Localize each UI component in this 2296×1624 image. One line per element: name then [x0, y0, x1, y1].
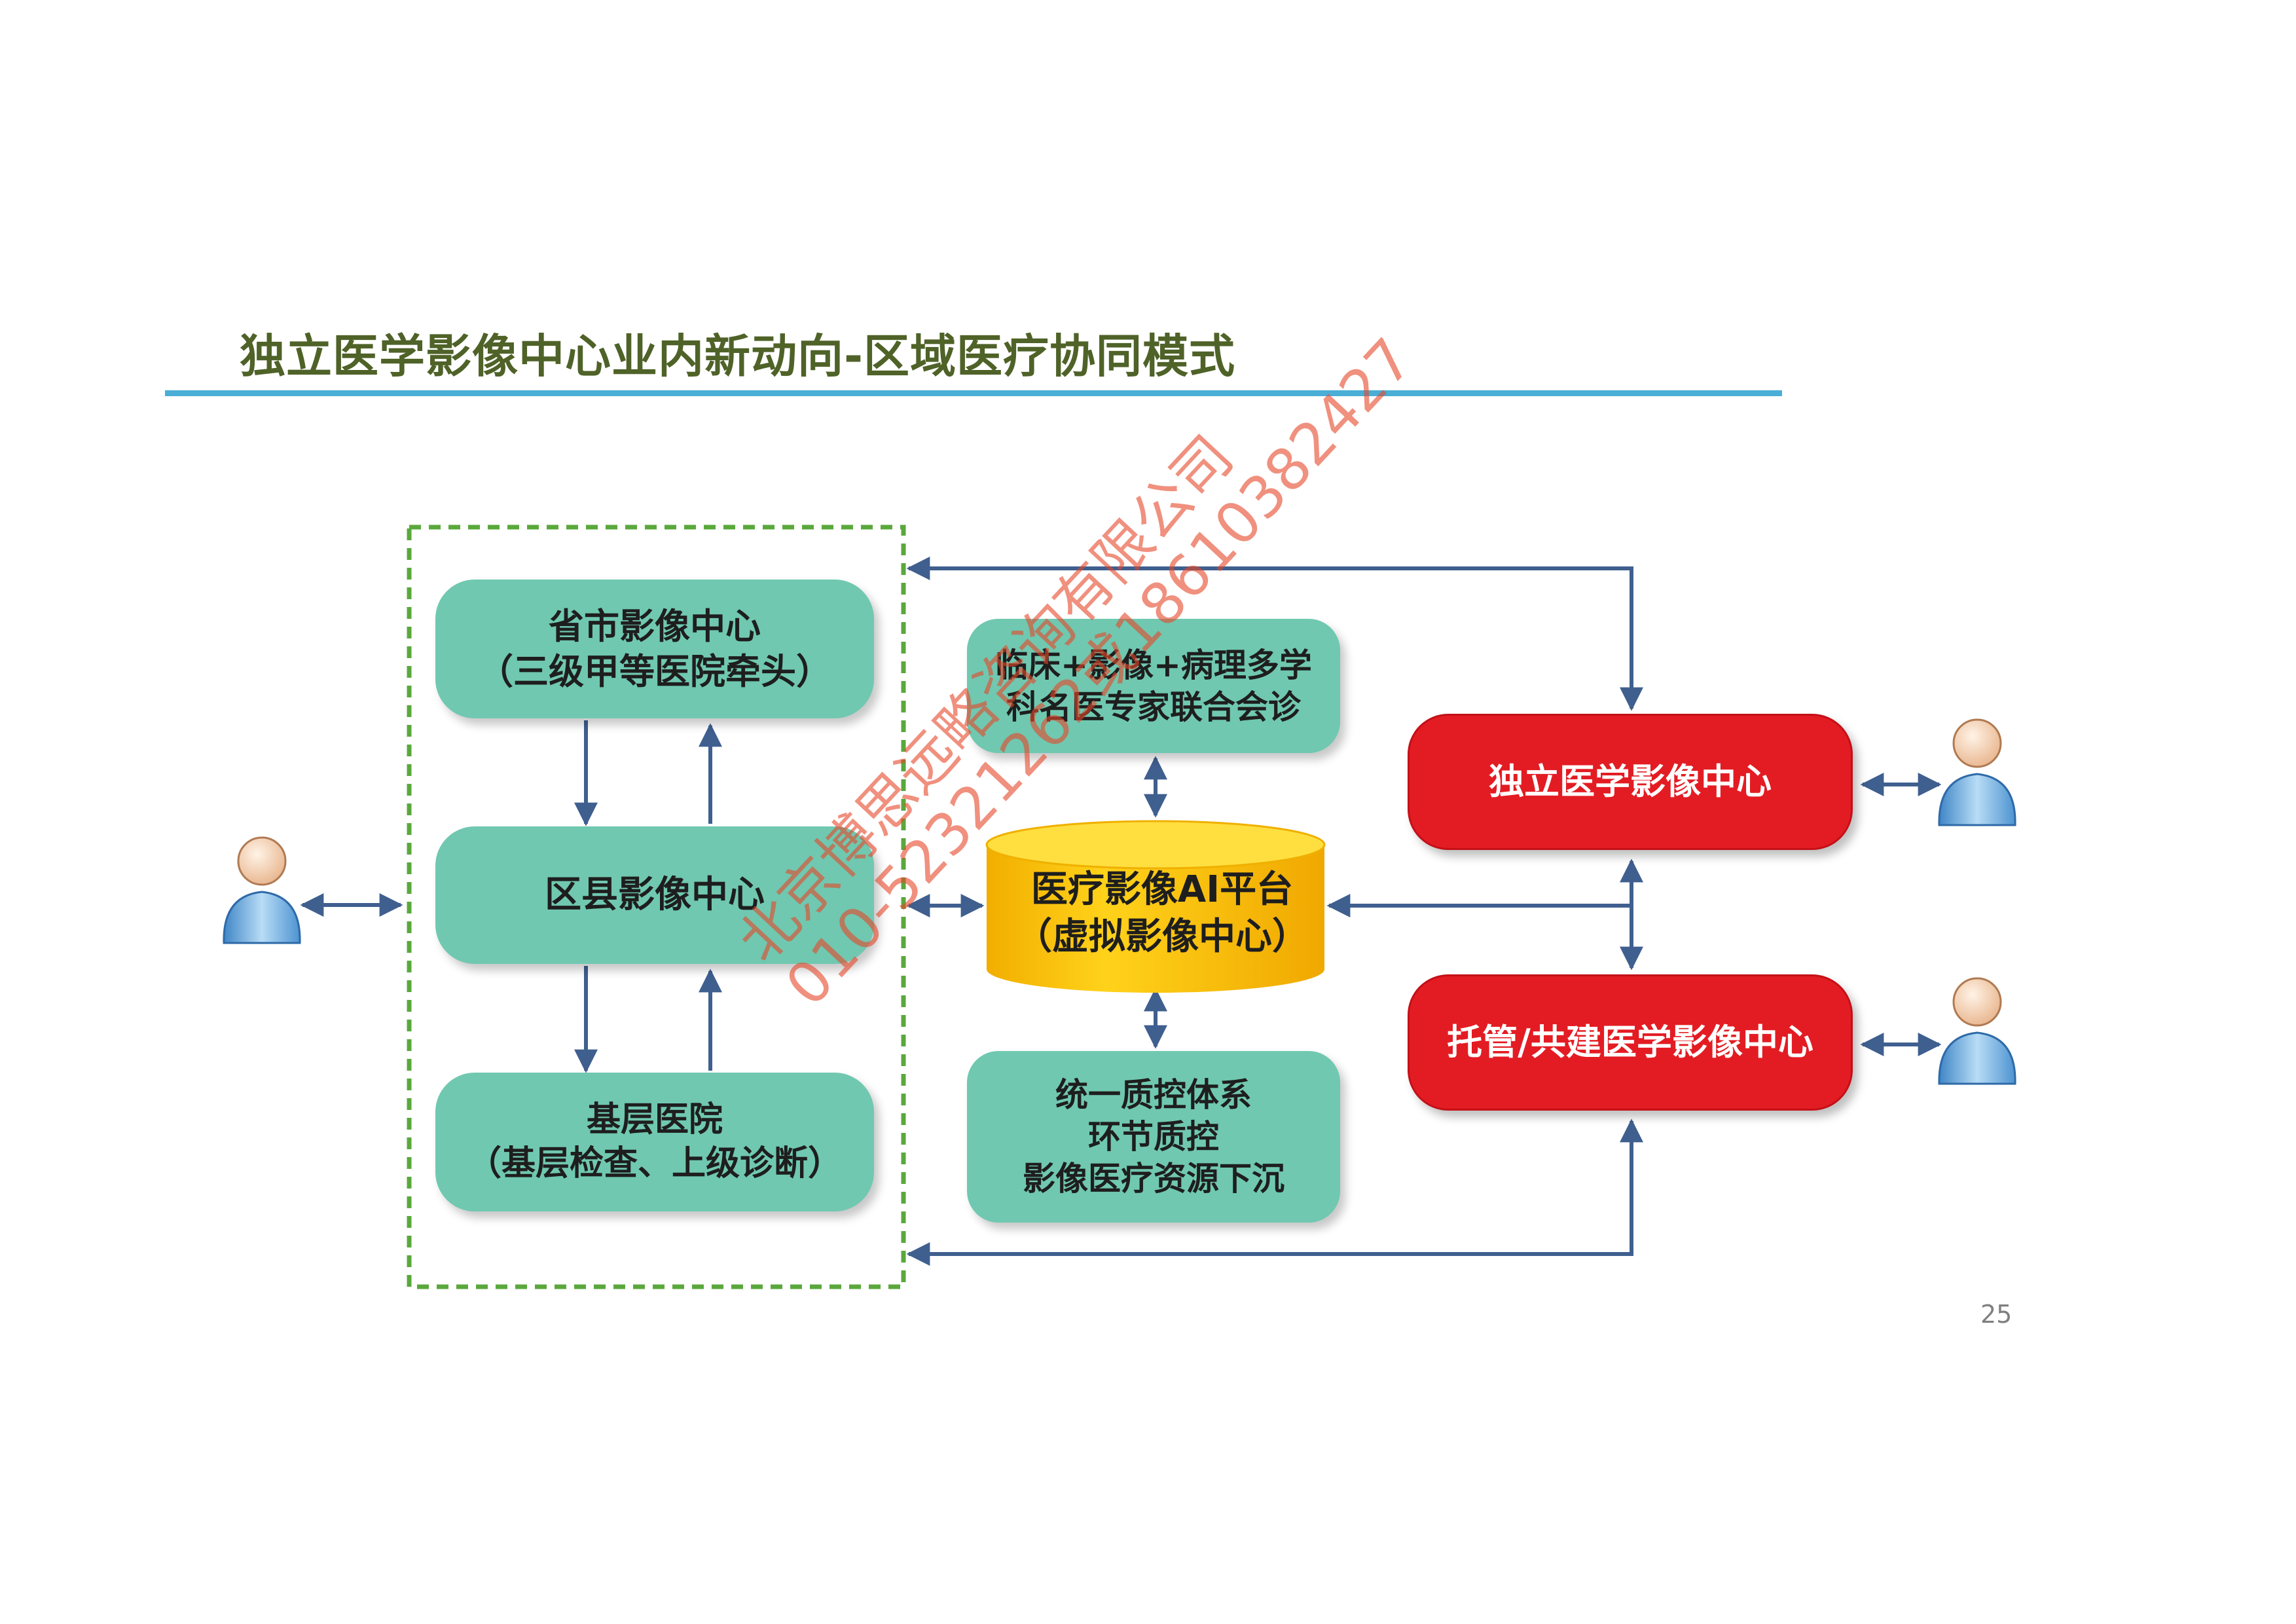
managed-imaging-center: 托管/共建医学影像中心 [1408, 974, 1853, 1111]
user-icon-right-bottom [1938, 977, 2016, 1085]
quality-control-box: 统一质控体系 环节质控 影像医疗资源下沉 [967, 1051, 1340, 1223]
arrow-bottom-loop [906, 1118, 1643, 1266]
independent-imaging-center: 独立医学影像中心 [1408, 714, 1853, 850]
county-imaging-center: 区县影像中心 [435, 826, 874, 964]
title-rule [165, 390, 1782, 396]
page-number: 25 [1980, 1300, 2013, 1329]
primary-hospital: 基层医院 （基层检查、上级诊断） [435, 1073, 874, 1211]
expert-consultation-box: 临床+影像+病理多学 科名医专家联合会诊 [967, 619, 1340, 753]
ai-platform-cylinder [985, 820, 1326, 993]
left-group-border [407, 525, 906, 1289]
user-icon-right-top [1938, 718, 2016, 826]
user-icon-left [223, 836, 301, 944]
arrow-top-loop [906, 557, 1643, 711]
provincial-imaging-center: 省市影像中心 （三级甲等医院牵头） [435, 580, 874, 718]
page-title: 独立医学影像中心业内新动向-区域医疗协同模式 [240, 329, 1236, 383]
ai-platform-label: 医疗影像AI平台 （虚拟影像中心） [1015, 868, 1309, 958]
